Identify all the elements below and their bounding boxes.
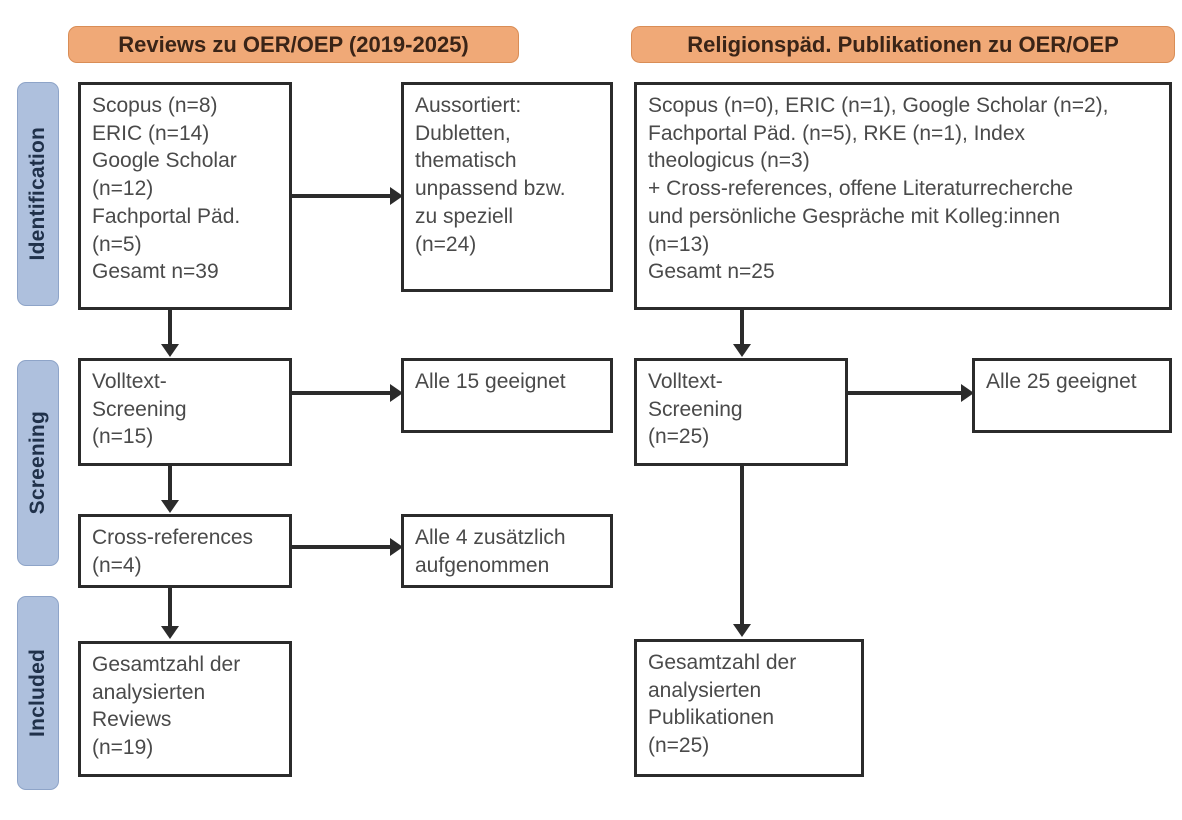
box-left-identification-sources: Scopus (n=8) ERIC (n=14) Google Scholar … [78, 82, 292, 310]
connector-right-screening-to-included [740, 466, 744, 626]
arrowhead-right-sources-to-screening [733, 344, 751, 357]
phase-label-screening: Screening [26, 411, 49, 515]
arrowhead-left-screening-to-result [390, 384, 403, 402]
phase-pill-included: Included [17, 596, 59, 790]
box-left-excluded: Aussortiert: Dubletten, thematisch unpas… [401, 82, 613, 292]
connector-left-crossrefs-to-result [292, 545, 390, 549]
box-right-identification-sources: Scopus (n=0), ERIC (n=1), Google Scholar… [634, 82, 1172, 310]
connector-right-sources-to-screening [740, 310, 744, 346]
arrowhead-left-crossrefs-to-included [161, 626, 179, 639]
connector-left-crossrefs-to-included [168, 588, 172, 628]
arrowhead-left-screening-to-crossrefs [161, 500, 179, 513]
phase-pill-identification: Identification [17, 82, 59, 306]
connector-right-screening-to-result [848, 391, 961, 395]
arrowhead-left-crossrefs-to-result [390, 538, 403, 556]
phase-label-included: Included [26, 649, 49, 737]
phase-pill-screening: Screening [17, 360, 59, 566]
box-right-included-total: Gesamtzahl der analysierten Publikatione… [634, 639, 864, 777]
connector-left-screening-to-result [292, 391, 390, 395]
connector-left-screening-to-crossrefs [168, 466, 172, 502]
box-left-included-total: Gesamtzahl der analysierten Reviews (n=1… [78, 641, 292, 777]
column-header-reviews: Reviews zu OER/OEP (2019-2025) [68, 26, 519, 63]
box-left-crossrefs-result: Alle 4 zusätzlich aufgenommen [401, 514, 613, 588]
phase-label-identification: Identification [26, 127, 49, 261]
arrowhead-right-screening-to-result [961, 384, 974, 402]
connector-left-sources-to-screening [168, 310, 172, 346]
arrowhead-left-sources-to-excluded [390, 187, 403, 205]
column-header-religionspaed: Religionspäd. Publikationen zu OER/OEP [631, 26, 1175, 63]
box-right-screening-result: Alle 25 geeignet [972, 358, 1172, 433]
box-left-screening: Volltext- Screening (n=15) [78, 358, 292, 466]
box-left-screening-result: Alle 15 geeignet [401, 358, 613, 433]
arrowhead-right-screening-to-included [733, 624, 751, 637]
box-left-crossrefs: Cross-references (n=4) [78, 514, 292, 588]
connector-left-sources-to-excluded [292, 194, 390, 198]
box-right-screening: Volltext- Screening (n=25) [634, 358, 848, 466]
arrowhead-left-sources-to-screening [161, 344, 179, 357]
